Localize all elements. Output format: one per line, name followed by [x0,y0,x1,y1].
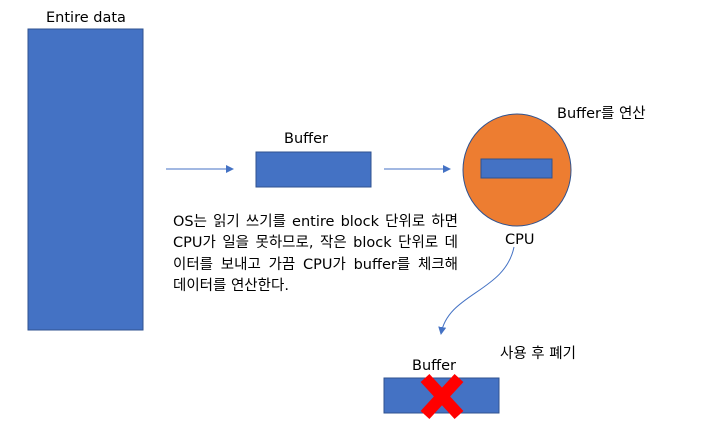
cpu-label: CPU [505,232,534,248]
buffer-block [255,151,372,188]
entire-data-label: Entire data [46,10,126,26]
cpu-buffer-block [480,158,553,179]
buffer-compute-label: Buffer를 연산 [557,105,646,122]
discard-label: 사용 후 폐기 [500,345,576,362]
description-text: OS는 읽기 쓰기를 entire block 단위로 하면 CPU가 일을 못… [173,214,458,294]
buffer-label: Buffer [284,131,328,147]
red-x-cross-icon [420,373,464,420]
entire-data-block [27,28,144,331]
arrow-cpu-to-discard [438,246,515,335]
discarded-buffer-label: Buffer [412,358,456,374]
